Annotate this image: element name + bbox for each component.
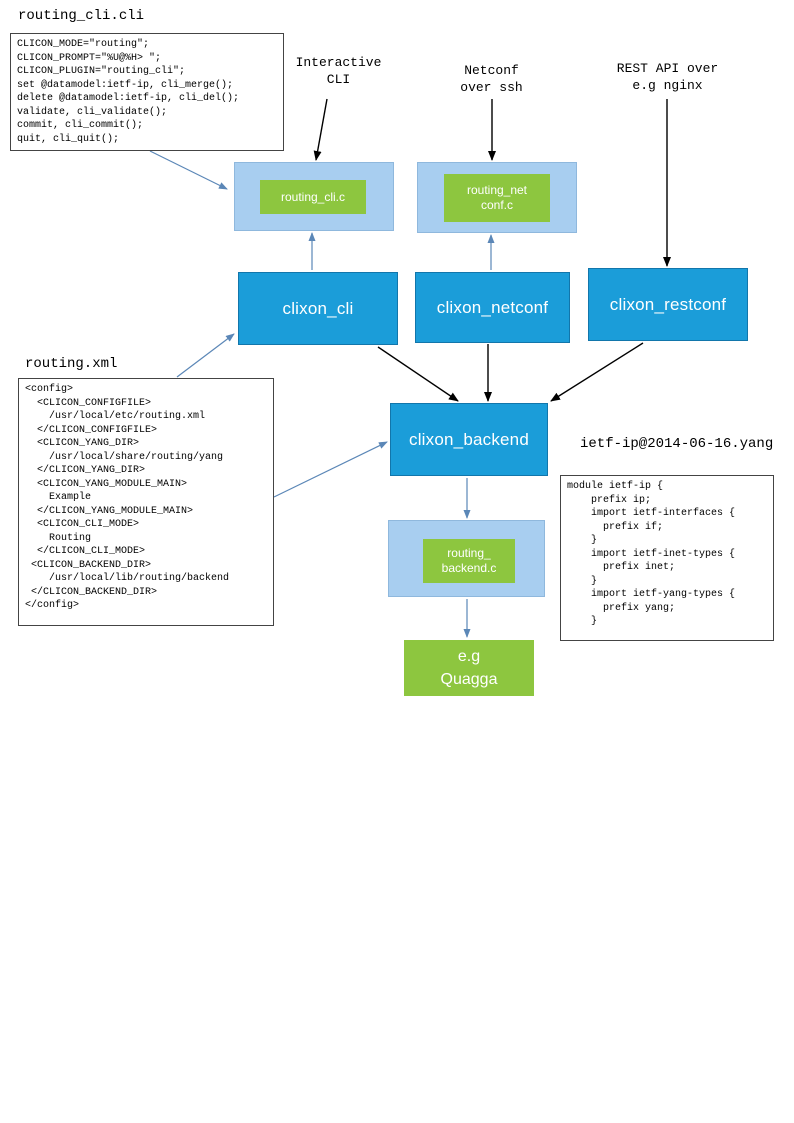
- clixon-netconf-node: clixon_netconf: [415, 272, 570, 343]
- routing-backend-plugin-label: routing_ backend.c: [441, 546, 497, 575]
- caption-rest-api: REST API over e.g nginx: [616, 61, 719, 93]
- routing-cli-plugin-container: routing_cli.c: [234, 162, 394, 231]
- yang-file-code: module ietf-ip { prefix ip; import ietf-…: [560, 475, 774, 641]
- clixon-cli-node: clixon_cli: [238, 272, 398, 345]
- arrow-interactive-cli-to-plugin: [313, 98, 328, 161]
- clixon-backend-node: clixon_backend: [390, 403, 548, 476]
- routing-netconf-plugin-container: routing_net conf.c: [417, 162, 577, 233]
- quagga-node: e.g Quagga: [404, 640, 534, 696]
- clixon-netconf-label: clixon_netconf: [436, 297, 549, 317]
- cli-file-code: CLICON_MODE="routing"; CLICON_PROMPT="%U…: [10, 33, 284, 151]
- xml-file-title: routing.xml: [25, 356, 118, 372]
- arrow-xmlfile-to-clixoncli: [176, 333, 235, 378]
- routing-cli-plugin-label: routing_cli.c: [280, 189, 346, 204]
- routing-cli-plugin-box: routing_cli.c: [260, 180, 366, 214]
- routing-backend-plugin-container: routing_ backend.c: [388, 520, 545, 597]
- arrow-restconf-to-backend: [550, 342, 644, 402]
- clixon-cli-label: clixon_cli: [282, 298, 354, 318]
- caption-netconf-over-ssh: Netconf over ssh: [460, 63, 523, 95]
- arrow-clifile-to-cli-plugin: [149, 150, 228, 190]
- arrow-xmlfile-to-backend: [273, 441, 388, 498]
- yang-file-title: ietf-ip@2014-06-16.yang: [580, 436, 774, 452]
- xml-file-code: <config> <CLICON_CONFIGFILE> /usr/local/…: [18, 378, 274, 626]
- quagga-label: e.g Quagga: [440, 648, 498, 688]
- routing-netconf-plugin-box: routing_net conf.c: [444, 174, 550, 222]
- clixon-restconf-node: clixon_restconf: [588, 268, 748, 341]
- routing-netconf-plugin-label: routing_net conf.c: [466, 183, 528, 212]
- caption-interactive-cli: Interactive CLI: [295, 55, 382, 87]
- arrow-cli-to-backend: [377, 346, 459, 402]
- clixon-restconf-label: clixon_restconf: [609, 294, 727, 314]
- clixon-backend-label: clixon_backend: [409, 429, 529, 449]
- cli-file-title: routing_cli.cli: [18, 8, 145, 24]
- routing-backend-plugin-box: routing_ backend.c: [423, 539, 515, 583]
